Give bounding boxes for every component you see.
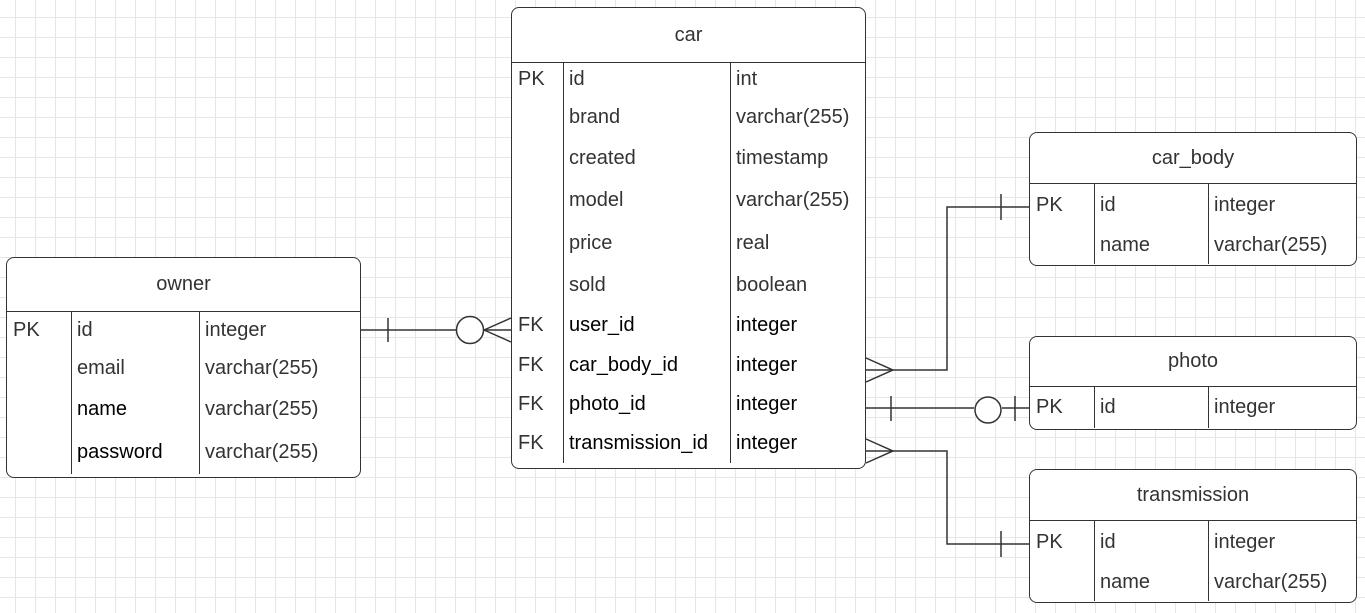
table-row: brand varchar(255) (512, 96, 865, 138)
column-divider (199, 312, 200, 474)
entity-title: photo (1030, 337, 1356, 387)
field-name-cell: sold (569, 273, 606, 296)
field-name-cell: id (1100, 193, 1116, 216)
key-cell: FK (518, 314, 544, 336)
field-name-cell: id (1100, 530, 1116, 553)
table-row: name varchar(255) (7, 388, 360, 431)
field-name-cell: photo_id (569, 393, 646, 415)
field-name-cell: name (1100, 233, 1151, 256)
entity-photo[interactable]: photo PK id integer (1029, 336, 1357, 430)
entity-transmission[interactable]: transmission PK id integer name varchar(… (1029, 469, 1357, 603)
connector-car-carbody (865, 194, 1029, 383)
connector-car-transmission (865, 438, 1029, 557)
entity-car[interactable]: car PK id int brand varchar(255) created… (511, 7, 866, 469)
entity-body: PK id integer name varchar(255) (1030, 521, 1356, 601)
entity-title: car (512, 8, 865, 63)
table-row: name varchar(255) (1030, 226, 1356, 264)
column-divider (1208, 521, 1209, 601)
field-name-cell: car_body_id (569, 353, 678, 376)
column-divider (1208, 387, 1209, 428)
table-row: created timestamp (512, 138, 865, 179)
field-name-cell: id (1100, 396, 1116, 418)
table-row: FK transmission_id integer (512, 424, 865, 463)
field-name-cell: name (1100, 570, 1151, 593)
field-type-cell: integer (736, 314, 798, 336)
column-divider (1094, 184, 1095, 264)
column-divider (563, 63, 564, 463)
entity-body: PK id int brand varchar(255) created tim… (512, 63, 865, 463)
table-row: FK car_body_id integer (512, 345, 865, 385)
field-type-cell: integer (736, 353, 798, 376)
column-divider (1094, 387, 1095, 428)
table-row: FK photo_id integer (512, 385, 865, 424)
field-name-cell: transmission_id (569, 432, 708, 454)
table-row: price real (512, 222, 865, 264)
field-name-cell: brand (569, 105, 621, 128)
field-name-cell: password (77, 441, 163, 463)
table-row: PK id integer (1030, 521, 1356, 563)
connector-car-photo (866, 396, 1029, 424)
entity-title: owner (7, 258, 360, 312)
field-type-cell: varchar(255) (205, 441, 319, 463)
field-name-cell: created (569, 147, 636, 169)
field-type-cell: int (736, 68, 758, 90)
key-cell: PK (13, 318, 40, 341)
field-name-cell: id (77, 318, 93, 341)
table-row: password varchar(255) (7, 431, 360, 474)
field-type-cell: integer (736, 432, 798, 454)
entity-car-body[interactable]: car_body PK id integer name varchar(255) (1029, 132, 1357, 266)
connector-owner-car (361, 315, 512, 345)
field-name-cell: model (569, 189, 624, 211)
table-row: PK id integer (1030, 184, 1356, 226)
table-row: email varchar(255) (7, 348, 360, 388)
key-cell: FK (518, 393, 544, 415)
table-row: sold boolean (512, 264, 865, 306)
key-cell: PK (518, 68, 545, 90)
table-row: PK id integer (7, 312, 360, 348)
field-name-cell: id (569, 68, 585, 90)
field-name-cell: email (77, 356, 125, 379)
entity-owner[interactable]: owner PK id integer email varchar(255) n… (6, 257, 361, 478)
field-type-cell: varchar(255) (205, 398, 319, 420)
key-cell: FK (518, 353, 544, 376)
entity-title: car_body (1030, 133, 1356, 184)
field-type-cell: varchar(255) (736, 105, 850, 128)
table-row: PK id int (512, 63, 865, 96)
column-divider (71, 312, 72, 474)
field-name-cell: user_id (569, 314, 635, 336)
column-divider (1094, 521, 1095, 601)
field-type-cell: integer (1214, 396, 1276, 418)
field-type-cell: varchar(255) (736, 189, 850, 211)
column-divider (730, 63, 731, 463)
field-type-cell: integer (736, 393, 798, 415)
entity-title: transmission (1030, 470, 1356, 521)
table-row: model varchar(255) (512, 179, 865, 222)
key-cell: PK (1036, 193, 1063, 216)
field-type-cell: integer (205, 318, 267, 341)
field-type-cell: integer (1214, 530, 1276, 553)
entity-body: PK id integer (1030, 387, 1356, 428)
column-divider (1208, 184, 1209, 264)
field-type-cell: varchar(255) (205, 356, 319, 379)
key-cell: FK (518, 432, 544, 454)
field-type-cell: integer (1214, 193, 1276, 216)
field-type-cell: timestamp (736, 147, 829, 169)
key-cell: PK (1036, 530, 1063, 553)
field-type-cell: varchar(255) (1214, 570, 1328, 593)
field-type-cell: real (736, 231, 770, 254)
key-cell: PK (1036, 396, 1063, 418)
entity-body: PK id integer name varchar(255) (1030, 184, 1356, 264)
field-name-cell: price (569, 231, 613, 254)
table-row: FK user_id integer (512, 306, 865, 345)
field-type-cell: boolean (736, 273, 808, 296)
field-name-cell: name (77, 398, 128, 420)
entity-body: PK id integer email varchar(255) name va… (7, 312, 360, 474)
table-row: PK id integer (1030, 387, 1356, 428)
field-type-cell: varchar(255) (1214, 233, 1328, 256)
table-row: name varchar(255) (1030, 563, 1356, 601)
